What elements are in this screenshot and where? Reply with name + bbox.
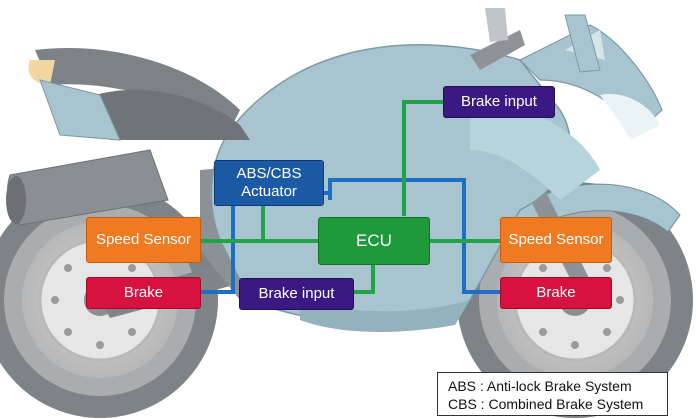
ecu-label: ECU xyxy=(356,231,392,250)
abs-cbs-actuator-line1: ABS/CBS xyxy=(236,165,302,182)
brake-input-bottom-box: Brake input xyxy=(239,278,354,310)
abbreviation-legend: ABS : Anti-lock Brake System CBS : Combi… xyxy=(437,372,668,416)
speed-sensor-rear-label: Speed Sensor xyxy=(95,231,192,248)
signal-lines xyxy=(201,100,500,294)
legend-abs: ABS : Anti-lock Brake System xyxy=(448,378,632,394)
speed-sensor-front-label: Speed Sensor xyxy=(508,231,604,248)
ecu-box: ECU xyxy=(318,217,430,265)
brake-front-label: Brake xyxy=(536,284,576,301)
brake-rear-box: Brake xyxy=(86,277,201,309)
brake-front-box: Brake xyxy=(500,277,612,309)
brake-input-bottom-label: Brake input xyxy=(258,285,335,302)
legend-cbs: CBS : Combined Brake System xyxy=(448,396,644,412)
brake-input-top-label: Brake input xyxy=(461,93,537,110)
brake-rear-label: Brake xyxy=(123,284,164,301)
abs-cbs-actuator-line2: Actuator xyxy=(241,183,297,200)
abs-cbs-actuator-box: ABS/CBS Actuator xyxy=(214,160,324,206)
speed-sensor-front-box: Speed Sensor xyxy=(500,217,612,263)
hydraulic-lines xyxy=(200,178,500,294)
speed-sensor-rear-box: Speed Sensor xyxy=(86,217,201,263)
brake-input-top-box: Brake input xyxy=(443,86,555,118)
